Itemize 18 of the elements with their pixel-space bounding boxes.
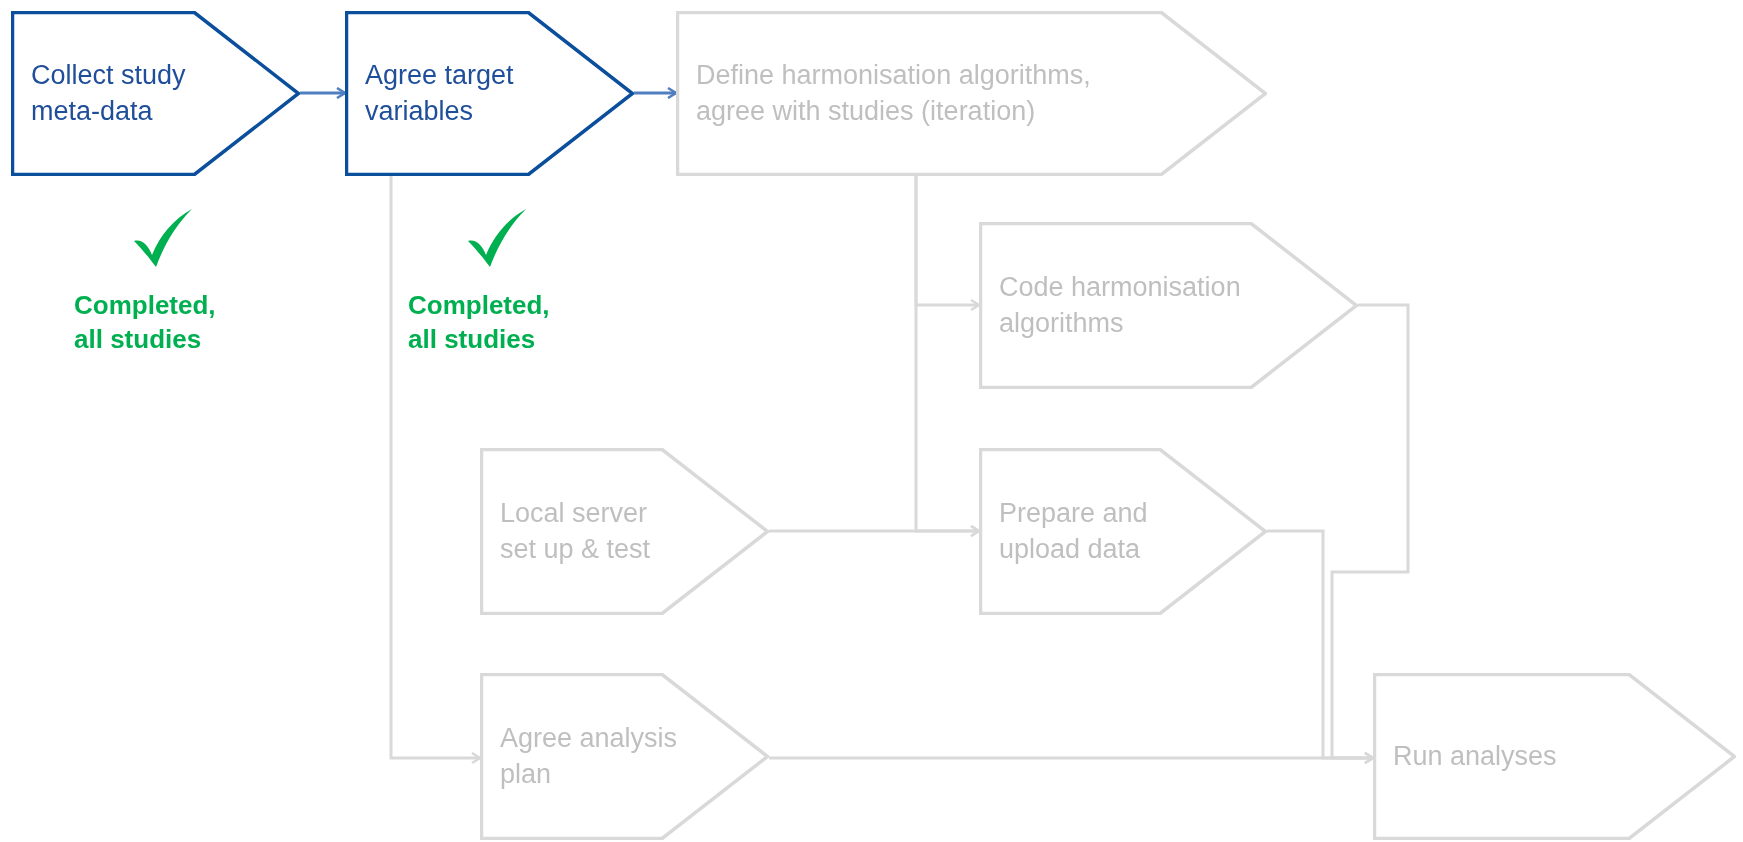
step-label: Agree target variables <box>365 59 515 128</box>
status-note: Completed, all studies <box>408 289 551 356</box>
process-step <box>676 11 1267 176</box>
status-note: Completed, all studies <box>74 289 217 356</box>
process-step <box>480 673 769 840</box>
step-label: Local server set up & test <box>500 497 652 566</box>
step-label: Collect study meta-data <box>31 59 187 128</box>
step-label: Run analyses <box>1393 739 1558 773</box>
step-label: Code harmonisation algorithms <box>999 271 1242 340</box>
process-step <box>11 11 300 176</box>
process-step <box>345 11 634 176</box>
step-label: Agree analysis plan <box>500 722 679 791</box>
process-step <box>979 448 1267 615</box>
process-step <box>480 448 769 615</box>
process-step <box>979 222 1358 389</box>
process-step <box>1373 673 1736 840</box>
step-label: Prepare and upload data <box>999 497 1149 566</box>
step-label: Define harmonisation algorithms, agree with studies (iteration) <box>696 59 1092 128</box>
